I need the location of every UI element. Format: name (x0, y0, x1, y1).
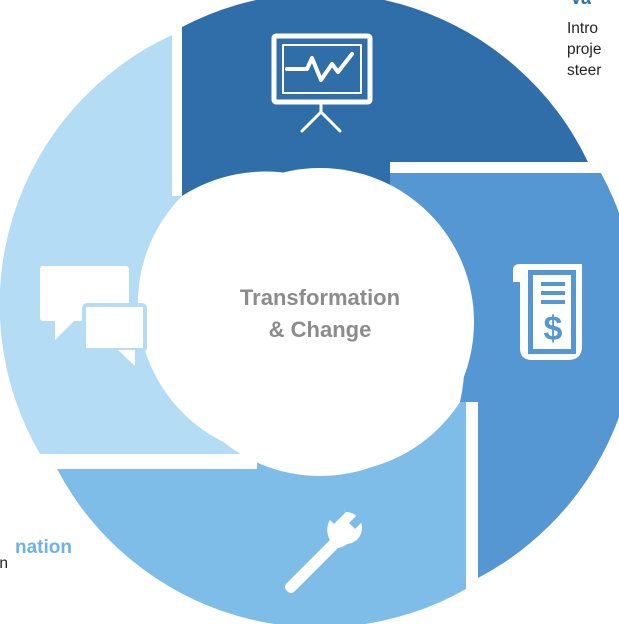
bottom-left-heading: nation (0, 537, 72, 559)
presentation-chart-icon (271, 33, 373, 133)
segment-left (0, 35, 257, 454)
bottom-left-heading-text: nation (15, 537, 72, 558)
bottom-left-text-line: n (0, 555, 8, 572)
svg-text:$: $ (544, 310, 563, 348)
top-right-text-line1: Intro (567, 20, 599, 37)
center-circle (166, 168, 474, 476)
center-title-line1: Transformation (239, 285, 401, 310)
top-right-text-line3: steer (567, 62, 602, 79)
center-title-line2: & Change (268, 317, 372, 342)
chat-bubbles-icon (40, 266, 147, 366)
invoice-dollar-icon: $ (513, 264, 582, 360)
segment-bottom (57, 402, 466, 624)
center-title: Transformation & Change (180, 282, 460, 346)
bottom-left-text: n (0, 553, 8, 574)
wrench-icon (285, 504, 368, 593)
top-right-heading: Va (570, 0, 591, 9)
top-right-text-line2: proje (567, 41, 602, 58)
